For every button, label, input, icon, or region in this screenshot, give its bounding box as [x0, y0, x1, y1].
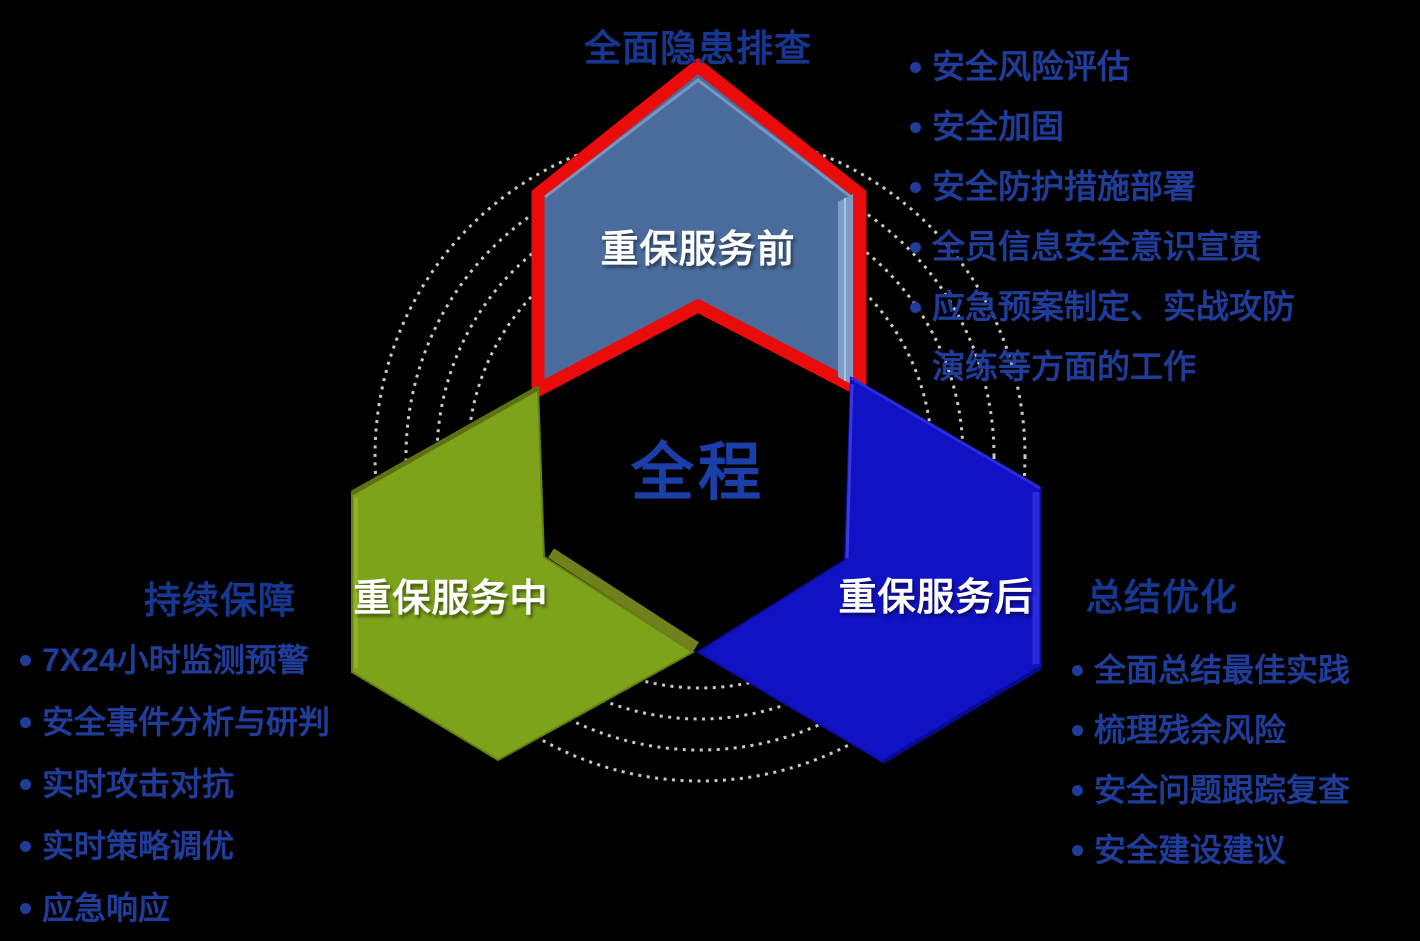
chevron-after-bottom-crease — [881, 666, 1042, 764]
dotted-circle-3 — [404, 160, 996, 752]
bullet-dot-icon — [1072, 785, 1083, 796]
bullet-dot-icon — [1072, 725, 1083, 736]
bullet-dot-icon — [910, 182, 921, 193]
bullet-dot-icon — [910, 302, 921, 313]
zone-title-during: 持续保障 — [144, 580, 296, 621]
bullet-dot-icon — [910, 122, 921, 133]
list-item-text: 全面总结最佳实践 — [1094, 652, 1351, 688]
list-item-text: 全员信息安全意识宣贯 — [932, 228, 1262, 265]
list-item-text: 安全事件分析与研判 — [42, 704, 331, 740]
bullet-dot-icon — [20, 655, 31, 666]
phase-during-label: 重保服务中 — [353, 578, 549, 620]
list-item-text: 安全问题跟踪复查 — [1094, 772, 1351, 808]
list-item-text: 安全风险评估 — [932, 48, 1130, 85]
chevron-before-shape — [531, 57, 867, 401]
list-item-text: 实时攻击对抗 — [42, 766, 235, 802]
bullet-dot-icon — [910, 242, 921, 253]
list-item: 7X24小时监测预警 — [20, 629, 420, 691]
list-item-text: 安全防护措施部署 — [932, 168, 1196, 205]
list-item: 应急响应 — [20, 877, 420, 939]
list-item-text: 7X24小时监测预警 — [42, 642, 309, 678]
bullet-dot-icon — [1072, 665, 1083, 676]
list-item-text: 实时策略调优 — [42, 828, 235, 864]
list-item-text: 安全建设建议 — [1094, 832, 1287, 868]
bullet-dot-icon — [20, 717, 31, 728]
list-item: 安全风险评估 — [910, 37, 1310, 97]
chevron-during-shape — [350, 385, 699, 762]
list-after-items: 全面总结最佳实践梳理残余风险安全问题跟踪复查安全建设建议 — [1072, 640, 1420, 880]
center-label: 全程 — [631, 438, 765, 508]
list-before-items: 安全风险评估安全加固安全防护措施部署全员信息安全意识宣贯应急预案制定、实战攻防演… — [910, 37, 1310, 397]
list-item: 实时策略调优 — [20, 815, 420, 877]
zone-title-before: 全面隐患排查 — [584, 28, 812, 69]
bullet-dot-icon — [1072, 845, 1083, 856]
bullet-dot-icon — [20, 903, 31, 914]
chevron-after-shape — [696, 376, 1042, 764]
list-item: 梳理残余风险 — [1072, 700, 1420, 760]
list-item-text: 应急响应 — [42, 890, 171, 926]
list-item-text: 应急预案制定、实战攻防演练等方面的工作 — [932, 288, 1295, 385]
chevron-before-top-bevel — [544, 78, 852, 199]
chevron-after-notch-highlight — [845, 383, 854, 559]
chevron-after-top-highlight — [850, 376, 1041, 490]
zone-title-after: 总结优化 — [1086, 577, 1238, 618]
bullet-dot-icon — [910, 62, 921, 73]
list-item-text: 梳理残余风险 — [1094, 712, 1287, 748]
list-item: 安全加固 — [910, 97, 1310, 157]
list-item: 实时攻击对抗 — [20, 753, 420, 815]
list-item: 安全问题跟踪复查 — [1072, 760, 1420, 820]
chevron-during-top-crease — [350, 385, 540, 496]
bullet-dot-icon — [20, 779, 31, 790]
bullet-dot-icon — [20, 841, 31, 852]
list-item: 安全建设建议 — [1072, 820, 1420, 880]
chevron-during-side-face — [548, 548, 699, 652]
list-item: 安全事件分析与研判 — [20, 691, 420, 753]
list-item: 安全防护措施部署 — [910, 157, 1310, 217]
list-item: 应急预案制定、实战攻防演练等方面的工作 — [910, 277, 1310, 397]
list-during-items: 7X24小时监测预警安全事件分析与研判实时攻击对抗实时策略调优应急响应 — [20, 629, 420, 939]
phase-before-label: 重保服务前 — [600, 229, 796, 271]
list-item-text: 安全加固 — [932, 108, 1064, 145]
chevron-before-body — [531, 57, 867, 401]
list-item: 全员信息安全意识宣贯 — [910, 217, 1310, 277]
phase-after-label: 重保服务后 — [838, 577, 1034, 619]
list-item: 全面总结最佳实践 — [1072, 640, 1420, 700]
